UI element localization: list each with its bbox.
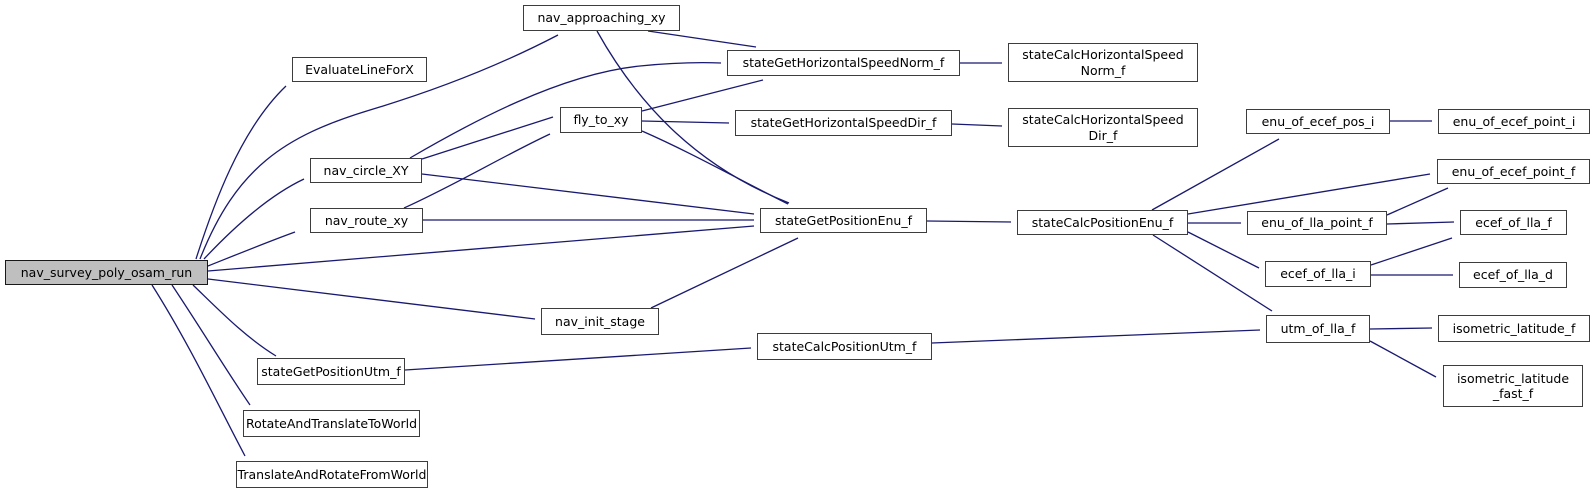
edge-stateCalcPositionEnu_f-to-enu_of_ecef_pos_i (1151, 138, 1280, 211)
node-stateGetHorizontalSpeedNorm_f[interactable]: stateGetHorizontalSpeedNorm_f (727, 50, 960, 76)
edge-nav_survey_poly_osam_run-to-nav_init_stage (207, 278, 536, 320)
edge-nav_survey_poly_osam_run-to-stateGetPositionEnu_f (207, 225, 755, 272)
edge-group (151, 30, 1455, 457)
node-nav_init_stage[interactable]: nav_init_stage (541, 308, 659, 335)
edge-stateGetPositionEnu_f-to-stateCalcPositionEnu_f (926, 220, 1012, 223)
node-enu_of_ecef_pos_i[interactable]: enu_of_ecef_pos_i (1246, 109, 1390, 134)
edge-ecef_of_lla_i-to-ecef_of_lla_f (1370, 237, 1453, 266)
node-nav_survey_poly_osam_run[interactable]: nav_survey_poly_osam_run (5, 260, 208, 285)
edge-enu_of_lla_point_f-to-ecef_of_lla_f (1386, 221, 1455, 225)
node-utm_of_lla_f[interactable]: utm_of_lla_f (1266, 315, 1370, 343)
edge-utm_of_lla_f-to-isometric_latitude_fast_f (1369, 340, 1437, 378)
edge-fly_to_xy-to-stateGetHorizontalSpeedDir_f (641, 120, 730, 124)
edge-nav_circle_XY-to-fly_to_xy (421, 116, 554, 160)
node-ecef_of_lla_i[interactable]: ecef_of_lla_i (1265, 261, 1371, 287)
node-RotateAndTranslateToWorld[interactable]: RotateAndTranslateToWorld (243, 410, 420, 437)
node-stateCalcPositionUtm_f[interactable]: stateCalcPositionUtm_f (757, 333, 932, 360)
edge-utm_of_lla_f-to-isometric_latitude_f (1369, 327, 1433, 330)
edge-nav_survey_poly_osam_run-to-RotateAndTranslateToWorld (171, 284, 251, 406)
node-stateCalcHorizontalSpeedDir_f[interactable]: stateCalcHorizontalSpeed Dir_f (1008, 108, 1198, 147)
edge-nav_circle_XY-to-stateGetPositionEnu_f (421, 173, 755, 215)
node-nav_approaching_xy[interactable]: nav_approaching_xy (523, 5, 680, 31)
node-stateGetHorizontalSpeedDir_f[interactable]: stateGetHorizontalSpeedDir_f (735, 110, 952, 136)
node-isometric_latitude_fast_f[interactable]: isometric_latitude _fast_f (1443, 365, 1583, 407)
edge-nav_survey_poly_osam_run-to-EvaluateLineForX (195, 85, 287, 260)
node-enu_of_ecef_point_f[interactable]: enu_of_ecef_point_f (1437, 159, 1590, 184)
edge-fly_to_xy-to-stateGetHorizontalSpeedNorm_f (641, 79, 764, 112)
edge-stateCalcPositionEnu_f-to-ecef_of_lla_i (1187, 231, 1260, 269)
edge-enu_of_lla_point_f-to-enu_of_ecef_point_f (1386, 187, 1449, 216)
node-isometric_latitude_f[interactable]: isometric_latitude_f (1438, 315, 1590, 342)
edge-nav_survey_poly_osam_run-to-nav_route_xy (207, 231, 296, 267)
node-ecef_of_lla_f[interactable]: ecef_of_lla_f (1460, 210, 1567, 235)
edge-stateCalcPositionUtm_f-to-utm_of_lla_f (931, 329, 1261, 344)
node-ecef_of_lla_d[interactable]: ecef_of_lla_d (1459, 262, 1567, 288)
edge-nav_survey_poly_osam_run-to-stateGetPositionUtm_f (192, 284, 277, 357)
node-stateGetPositionUtm_f[interactable]: stateGetPositionUtm_f (257, 358, 405, 385)
node-EvaluateLineForX[interactable]: EvaluateLineForX (292, 57, 427, 82)
edge-nav_init_stage-to-stateGetPositionEnu_f (650, 237, 799, 309)
edge-stateCalcPositionEnu_f-to-utm_of_lla_f (1152, 234, 1273, 312)
edge-nav_survey_poly_osam_run-to-TranslateAndRotateFromWorld (151, 284, 246, 457)
edge-stateGetHorizontalSpeedDir_f-to-stateCalcHorizontalSpeedDir_f (951, 123, 1003, 127)
node-nav_route_xy[interactable]: nav_route_xy (310, 208, 423, 233)
edge-stateCalcPositionEnu_f-to-enu_of_ecef_point_f (1187, 173, 1431, 215)
node-TranslateAndRotateFromWorld[interactable]: TranslateAndRotateFromWorld (236, 461, 428, 488)
edge-nav_circle_XY-to-stateGetHorizontalSpeedNorm_f (409, 61, 722, 159)
node-enu_of_lla_point_f[interactable]: enu_of_lla_point_f (1247, 211, 1387, 235)
node-stateCalcPositionEnu_f[interactable]: stateCalcPositionEnu_f (1017, 210, 1188, 235)
node-stateCalcHorizontalSpeedNorm_f[interactable]: stateCalcHorizontalSpeed Norm_f (1008, 43, 1198, 82)
edge-nav_approaching_xy-to-stateGetHorizontalSpeedNorm_f (647, 30, 757, 48)
node-stateGetPositionEnu_f[interactable]: stateGetPositionEnu_f (760, 208, 927, 233)
edge-stateGetPositionUtm_f-to-stateCalcPositionUtm_f (404, 347, 752, 371)
edge-nav_survey_poly_osam_run-to-nav_circle_XY (203, 178, 305, 260)
edge-nav_route_xy-to-fly_to_xy (403, 133, 551, 209)
edge-fly_to_xy-to-stateGetPositionEnu_f (641, 130, 789, 205)
node-nav_circle_XY[interactable]: nav_circle_XY (310, 158, 422, 183)
node-enu_of_ecef_point_i[interactable]: enu_of_ecef_point_i (1438, 109, 1590, 134)
edge-nav_survey_poly_osam_run-to-nav_approaching_xy (199, 34, 559, 260)
node-fly_to_xy[interactable]: fly_to_xy (560, 107, 642, 133)
